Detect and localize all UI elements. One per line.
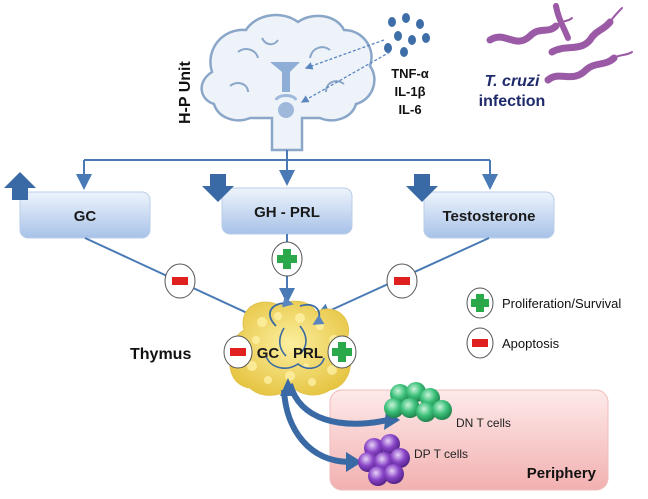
plus-sign-icon	[271, 241, 303, 277]
hormone-label: GH - PRL	[254, 204, 320, 221]
hormone-label: Testosterone	[442, 208, 535, 225]
infection-suffix-label: infection	[479, 93, 546, 110]
hormone-box-gh-prl: GH - PRL	[221, 187, 353, 235]
dn-t-cells-label: DN T cells	[456, 416, 511, 430]
hormone-box-gc: GC	[19, 191, 151, 239]
plus-sign-icon	[327, 335, 357, 369]
minus-sign-icon	[223, 335, 253, 369]
thymus-label: Thymus	[130, 346, 191, 363]
cytokine-label: TNF-α	[391, 66, 429, 81]
thymus-feedback-arrow	[269, 296, 294, 327]
legend-label: Apoptosis	[502, 336, 560, 351]
arrow-down-icon	[202, 174, 234, 202]
minus-sign-icon	[164, 263, 196, 299]
cytokine-arrow-pituitary	[300, 51, 391, 103]
cytokine-dots-icon	[384, 13, 430, 57]
infection-organism-label: T. cruzi	[485, 73, 540, 90]
minus-sign-icon	[386, 263, 418, 299]
arrow-head-icon	[346, 452, 362, 472]
hp-unit-label: H-P Unit	[177, 61, 194, 124]
periphery-label: Periphery	[527, 465, 597, 482]
thymus-gc-label: GC	[257, 345, 280, 362]
cytokine-label: IL-6	[398, 102, 421, 117]
trypanosome-icon	[486, 3, 633, 84]
cytokine-arrow-hypothalamus	[304, 39, 385, 70]
legend: Proliferation/Survival Apoptosis	[466, 287, 621, 359]
hormone-box-testosterone: Testosterone	[423, 191, 555, 239]
plus-sign-icon	[466, 287, 494, 319]
thymus-feedback-arrow	[299, 303, 325, 325]
thymus-prl-label: PRL	[293, 345, 323, 362]
thymus-export-arrow	[281, 389, 351, 465]
hormone-label: GC	[74, 208, 97, 225]
arrow-up-icon	[4, 172, 36, 200]
cytokine-label: IL-1β	[394, 84, 425, 99]
arrow-head-icon	[280, 378, 296, 396]
hpa-connectors	[76, 150, 498, 190]
brain-icon	[200, 13, 376, 152]
dp-t-cells-label: DP T cells	[414, 447, 468, 461]
minus-sign-icon	[466, 327, 494, 359]
dp-t-cells-icon	[358, 434, 410, 486]
dn-t-cells-icon	[384, 382, 452, 422]
legend-label: Proliferation/Survival	[502, 296, 621, 311]
arrow-down-icon	[406, 174, 438, 202]
